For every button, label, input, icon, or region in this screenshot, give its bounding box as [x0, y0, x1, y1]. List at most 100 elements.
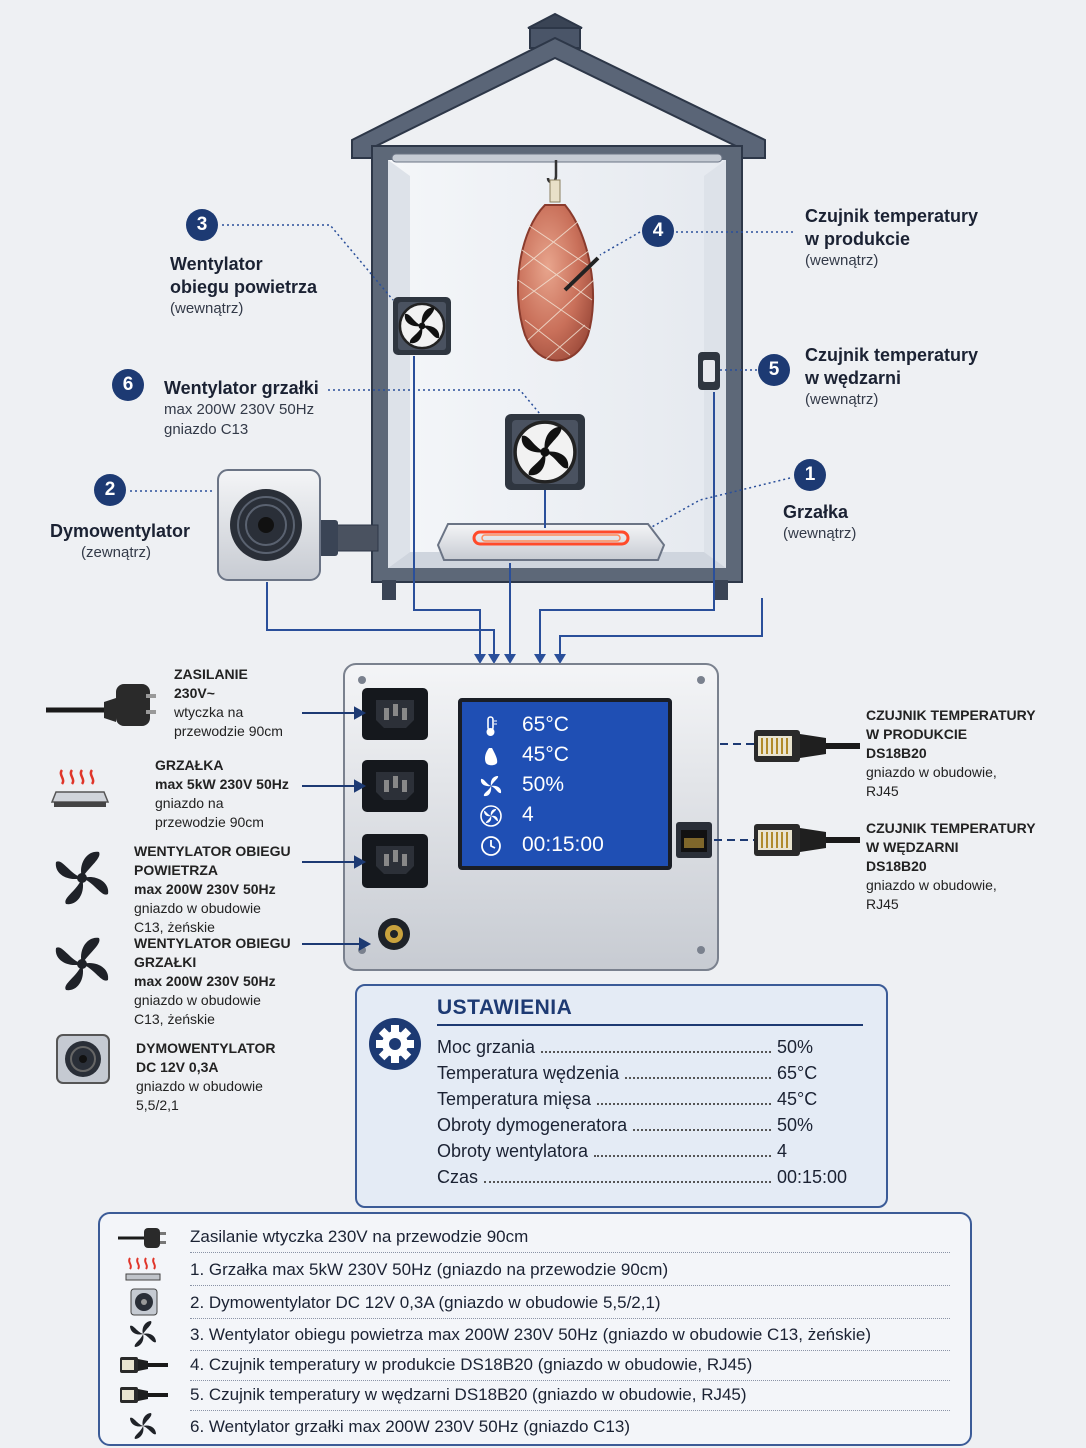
callout-title: w wędzarni [805, 368, 902, 388]
rj45-plug-icon [754, 730, 860, 762]
settings-row: Moc grzania 50% [437, 1034, 857, 1058]
callout-label-smoker-sensor: Czujnik temperatury w wędzarni (wewnątrz… [805, 344, 978, 410]
legend-item: 2. Dymowentylator DC 12V 0,3A (gniazdo w… [190, 1288, 950, 1319]
right-title: DS18B20 [866, 858, 927, 874]
fan-icon [130, 1413, 156, 1439]
left-title: WENTYLATOR OBIEGU [134, 843, 291, 859]
fan-icon [55, 937, 109, 991]
rj45-plug-icon [120, 1357, 168, 1373]
left-sub: C13, żeńskie [134, 919, 215, 935]
settings-label: Obroty dymogeneratora [437, 1115, 628, 1135]
callout-label-heater: Grzałka (wewnątrz) [783, 501, 856, 544]
fan-icon [55, 851, 109, 905]
settings-label: Temperatura wędzenia [437, 1063, 620, 1083]
left-title: POWIETRZA [134, 862, 218, 878]
settings-value: 65°C [777, 1063, 818, 1083]
box-fan-icon [130, 1288, 158, 1316]
lcd-display: 65°C 45°C 50% 4 00:15:00 [458, 698, 672, 870]
left-title: DYMOWENTYLATOR [136, 1040, 276, 1056]
lcd-value: 4 [522, 803, 534, 826]
callout-label-heater-fan: Wentylator grzałki max 200W 230V 50Hz gn… [164, 377, 319, 440]
callout-title: Grzałka [783, 502, 849, 522]
left-label-power: ZASILANIE 230V~ wtyczka na przewodzie 90… [174, 665, 283, 741]
left-title: ZASILANIE [174, 666, 248, 682]
callout-badge-3: 3 [186, 209, 218, 241]
settings-value: 4 [777, 1141, 788, 1161]
callout-label-air-fan: Wentylator obiegu powietrza (wewnątrz) [170, 253, 317, 319]
callout-sub: (zewnątrz) [80, 544, 151, 561]
legend-item: Zasilanie wtyczka 230V na przewodzie 90c… [190, 1222, 950, 1253]
settings-row: Czas 00:15:00 [437, 1164, 857, 1188]
legend-item: 1. Grzałka max 5kW 230V 50Hz (gniazdo na… [190, 1255, 950, 1286]
lcd-value: 50% [522, 773, 565, 796]
right-label-smoker-sensor: CZUJNIK TEMPERATURY W WĘDZARNI DS18B20 g… [866, 819, 1036, 914]
callout-sub: (wewnątrz) [805, 252, 879, 269]
callout-badge-6: 6 [112, 369, 144, 401]
settings-value: 45°C [777, 1089, 818, 1109]
callout-title: Wentylator [170, 254, 263, 274]
left-title: 230V~ [174, 685, 215, 701]
rj45-plug-icon [120, 1387, 168, 1403]
legend-item: 5. Czujnik temperatury w wędzarni DS18B2… [190, 1380, 950, 1411]
left-sub: gniazdo w obudowie [136, 1078, 263, 1094]
callout-title: w produkcie [805, 229, 911, 249]
legend-item: 3. Wentylator obiegu powietrza max 200W … [190, 1320, 950, 1351]
thermometer-icon [486, 716, 497, 736]
settings-title: USTAWIENIA [437, 996, 573, 1019]
settings-label: Temperatura mięsa [437, 1089, 592, 1109]
left-sub: przewodzie 90cm [155, 814, 264, 830]
settings-panel: USTAWIENIA Moc grzania 50% Temperatura wę… [355, 984, 888, 1208]
settings-value: 00:15:00 [777, 1167, 848, 1187]
left-sub: wtyczka na [174, 704, 244, 720]
callout-sub: gniazdo C13 [164, 421, 249, 438]
rj45-plug-icon [754, 824, 860, 856]
lcd-value: 00:15:00 [522, 833, 604, 856]
callout-badge-2: 2 [94, 474, 126, 506]
settings-label: Czas [437, 1167, 479, 1187]
settings-value: 50% [777, 1037, 814, 1057]
callout-title: Wentylator grzałki [164, 378, 319, 398]
heater-icon [50, 769, 110, 807]
fan-circle-icon [480, 805, 502, 827]
left-label-heater-fan: WENTYLATOR OBIEGU GRZAŁKI max 200W 230V … [134, 934, 291, 1029]
right-title: W PRODUKCIE [866, 726, 968, 742]
left-label-air-fan: WENTYLATOR OBIEGU POWIETRZA max 200W 230… [134, 842, 291, 937]
lcd-row-temp: 65°C [462, 711, 662, 739]
settings-value: 50% [777, 1115, 814, 1135]
settings-divider [437, 1024, 863, 1026]
left-sub: gniazdo w obudowie [134, 992, 261, 1008]
lcd-row-fan-speed: 4 [462, 801, 662, 829]
settings-label: Moc grzania [437, 1037, 536, 1057]
left-label-smoke-fan: DYMOWENTYLATOR DC 12V 0,3A gniazdo w obu… [136, 1039, 275, 1115]
right-sub: RJ45 [866, 783, 899, 799]
legend-item: 4. Czujnik temperatury w produkcie DS18B… [190, 1350, 950, 1381]
right-label-product-sensor: CZUJNIK TEMPERATURY W PRODUKCIE DS18B20 … [866, 706, 1036, 801]
callout-sub: (wewnątrz) [783, 525, 857, 542]
left-title: GRZAŁKI [134, 954, 197, 970]
callout-label-smoke-fan: Dymowentylator (zewnątrz) [50, 520, 190, 563]
right-title: CZUJNIK TEMPERATURY [866, 820, 1036, 836]
box-fan-icon [56, 1034, 110, 1084]
callout-badge-5: 5 [758, 354, 790, 386]
legend-item: 6. Wentylator grzałki max 200W 230V 50Hz… [190, 1417, 630, 1436]
meat-icon [485, 748, 498, 766]
settings-row: Temperatura wędzenia 65°C [437, 1060, 857, 1084]
callout-sub: (wewnątrz) [805, 391, 879, 408]
heater-icon [125, 1257, 161, 1281]
left-title: max 200W 230V 50Hz [134, 881, 276, 897]
right-title: CZUJNIK TEMPERATURY [866, 707, 1036, 723]
callout-title: obiegu powietrza [170, 277, 318, 297]
right-sub: RJ45 [866, 896, 899, 912]
power-plug-icon [118, 1228, 166, 1248]
left-title: DC 12V 0,3A [136, 1059, 219, 1075]
legend-panel: Zasilanie wtyczka 230V na przewodzie 90c… [98, 1212, 972, 1446]
left-label-heater: GRZAŁKA max 5kW 230V 50Hz gniazdo na prz… [155, 756, 289, 832]
power-plug-icon [46, 684, 156, 726]
right-title: W WĘDZARNI [866, 839, 959, 855]
callout-title: Czujnik temperatury [805, 206, 979, 226]
right-title: DS18B20 [866, 745, 927, 761]
callout-sub: (wewnątrz) [170, 300, 244, 317]
callout-badge-4: 4 [642, 215, 674, 247]
left-sub: przewodzie 90cm [174, 723, 283, 739]
